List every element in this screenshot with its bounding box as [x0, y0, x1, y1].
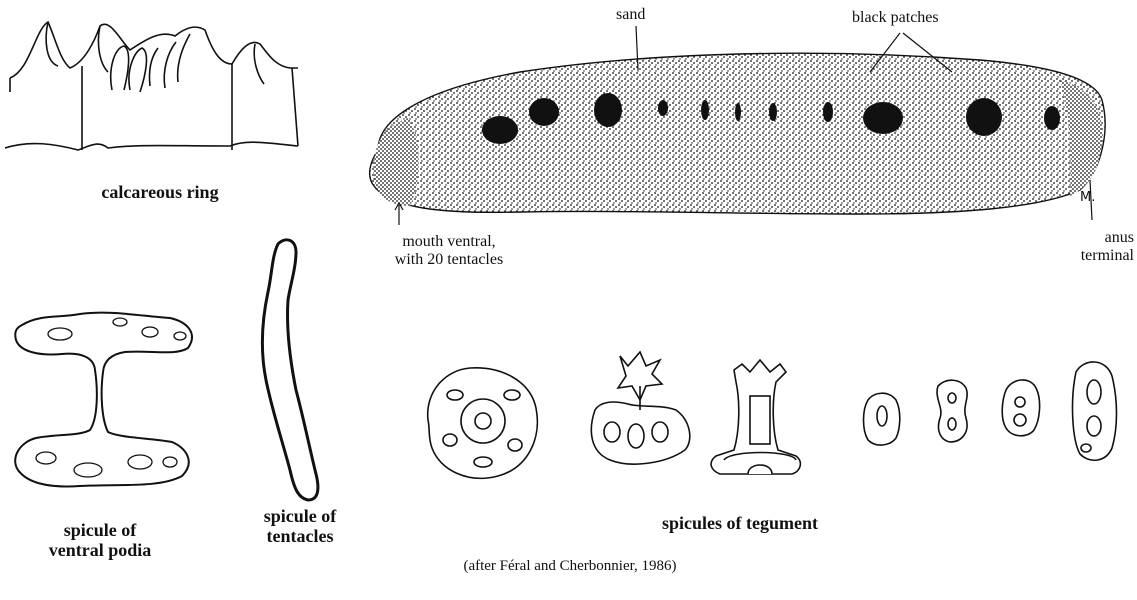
mouth-label-line1: mouth ventral,: [364, 233, 534, 251]
spicule-tentacles-label-line2: tentacles: [240, 526, 360, 546]
spicule-tentacles-label: spicule of tentacles: [240, 506, 360, 546]
mouth-label: mouth ventral, with 20 tentacles: [364, 233, 534, 269]
spicule-podia-label-line2: ventral podia: [20, 540, 180, 560]
sand-label: sand: [616, 6, 645, 24]
sea-cucumber-drawing: [370, 53, 1105, 214]
spicules-tegument-drawing: [428, 352, 1117, 478]
anus-label: anus terminal: [1058, 229, 1134, 265]
spicule-podia-label-line1: spicule of: [20, 520, 180, 540]
calcareous-ring-drawing: [5, 22, 298, 150]
mouth-label-line2: with 20 tentacles: [364, 251, 534, 269]
spicule-tentacles-drawing: [262, 240, 318, 500]
spicule-tentacles-label-line1: spicule of: [240, 506, 360, 526]
black-patches-label: black patches: [852, 9, 939, 27]
anus-label-line1: anus: [1058, 229, 1134, 247]
spicule-ventral-podia-drawing: [15, 313, 192, 487]
credit-line: (after Féral and Cherbonnier, 1986): [360, 557, 780, 575]
spicule-podia-label: spicule of ventral podia: [20, 520, 180, 560]
artist-mark: M.: [1080, 190, 1095, 205]
spicules-tegument-label: spicules of tegument: [600, 513, 880, 533]
calcareous-ring-label: calcareous ring: [70, 182, 250, 202]
anus-label-line2: terminal: [1058, 247, 1134, 265]
